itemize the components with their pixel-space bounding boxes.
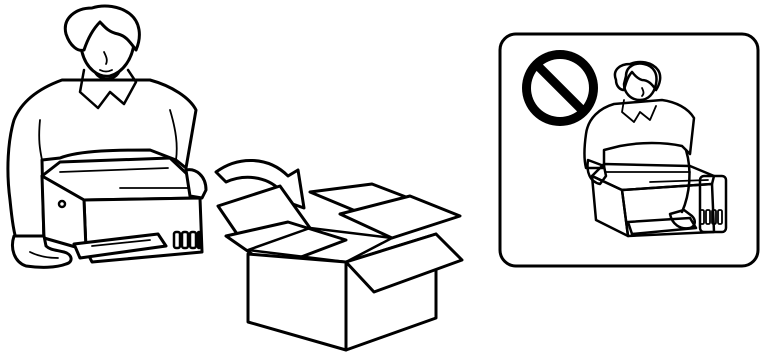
prohibited-icon bbox=[522, 50, 598, 126]
open-cardboard-box bbox=[218, 184, 462, 350]
person-carrying-printer-level bbox=[8, 6, 206, 267]
person-right-hand bbox=[186, 170, 206, 198]
incorrect-example-panel bbox=[500, 34, 758, 266]
printer-level bbox=[42, 158, 204, 262]
box-front bbox=[248, 254, 346, 350]
